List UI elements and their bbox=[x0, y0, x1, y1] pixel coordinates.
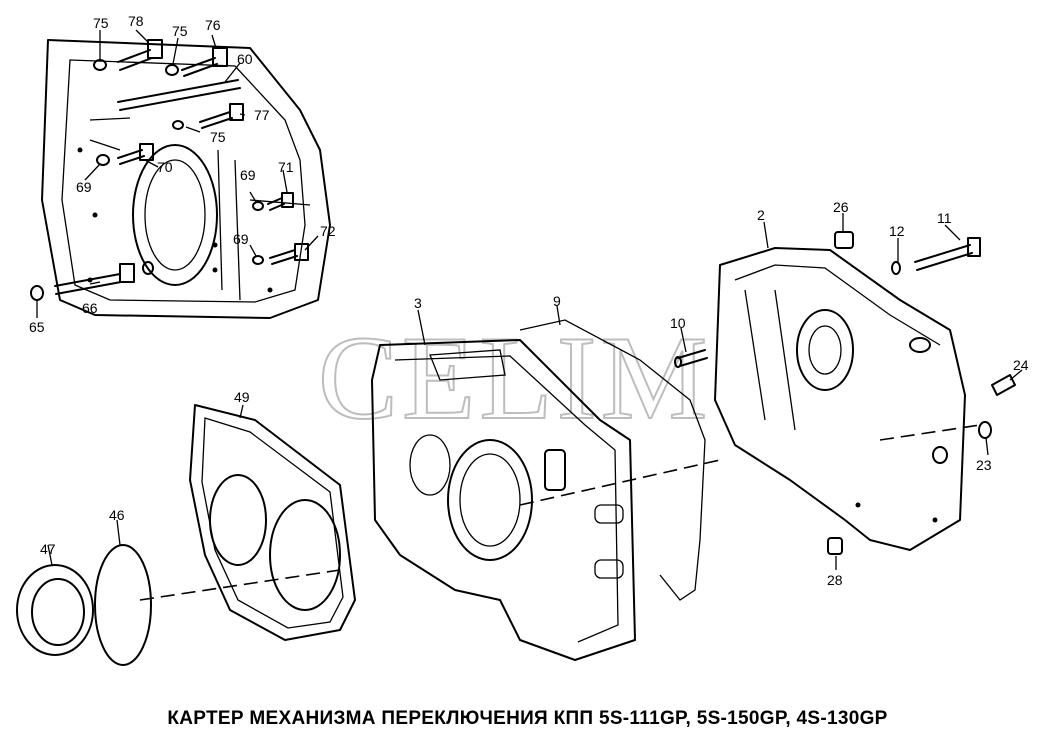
callout-75a: 75 bbox=[93, 15, 109, 31]
callout-24: 24 bbox=[1013, 357, 1029, 373]
callout-69b: 69 bbox=[240, 167, 256, 183]
callout-47: 47 bbox=[40, 541, 56, 557]
callout-60: 60 bbox=[237, 51, 253, 67]
small-parts-right bbox=[827, 231, 1016, 555]
callout-72: 72 bbox=[320, 223, 336, 239]
callout-66: 66 bbox=[82, 300, 98, 316]
callout-9: 9 bbox=[553, 293, 561, 309]
leader-lines bbox=[36, 29, 1023, 570]
callout-78: 78 bbox=[128, 13, 144, 29]
callout-23: 23 bbox=[976, 457, 992, 473]
callout-71: 71 bbox=[278, 159, 294, 175]
callout-65: 65 bbox=[29, 319, 45, 335]
callout-49: 49 bbox=[234, 389, 250, 405]
callout-69a: 69 bbox=[76, 179, 92, 195]
callout-75b: 75 bbox=[172, 23, 188, 39]
callout-2: 2 bbox=[757, 207, 765, 223]
seal-rings-part bbox=[16, 544, 152, 666]
callout-76: 76 bbox=[205, 17, 221, 33]
callout-10: 10 bbox=[670, 315, 686, 331]
pin-10-part bbox=[674, 349, 708, 368]
callout-75c: 75 bbox=[210, 129, 226, 145]
callout-77: 77 bbox=[254, 107, 270, 123]
gasket-49-part bbox=[189, 404, 356, 641]
callout-70: 70 bbox=[157, 159, 173, 175]
callout-69c: 69 bbox=[233, 231, 249, 247]
diagram-title: КАРТЕР МЕХАНИЗМА ПЕРЕКЛЮЧЕНИЯ КПП 5S-111… bbox=[167, 708, 888, 729]
watermark: CELIM bbox=[318, 311, 711, 444]
callout-12: 12 bbox=[889, 223, 905, 239]
middle-housing-3-part bbox=[371, 339, 636, 661]
callout-26: 26 bbox=[833, 199, 849, 215]
callout-labels: 75 78 75 76 60 77 75 70 69 71 69 69 72 6… bbox=[29, 13, 1029, 588]
callout-3: 3 bbox=[414, 295, 422, 311]
main-housing-2-part bbox=[714, 247, 966, 551]
assembly-axis-line bbox=[139, 424, 981, 601]
cover-housing-part bbox=[41, 39, 331, 319]
callout-28: 28 bbox=[827, 572, 843, 588]
gasket-9-part bbox=[519, 319, 706, 601]
callout-11: 11 bbox=[937, 210, 952, 226]
callout-46: 46 bbox=[109, 507, 125, 523]
bolts-and-washers-cover bbox=[30, 39, 309, 301]
